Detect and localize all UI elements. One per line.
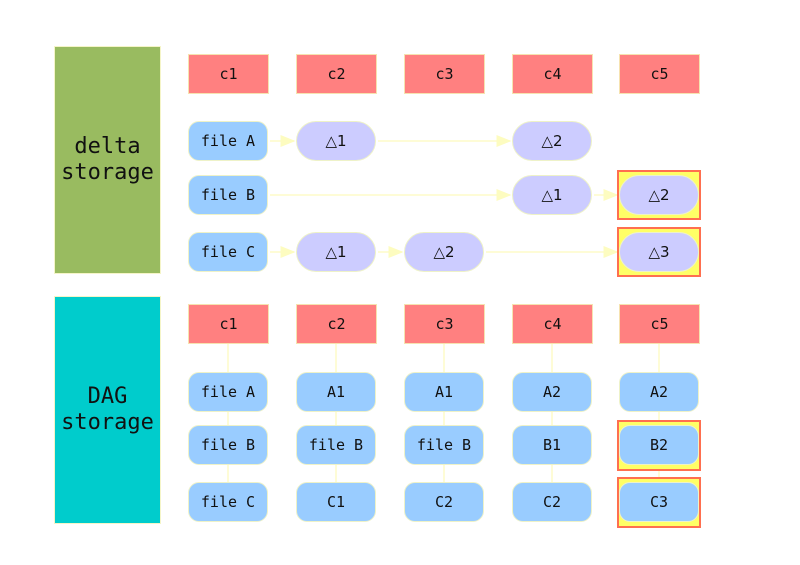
file-node: file B (188, 175, 268, 215)
delta-node: △1 (296, 121, 376, 161)
commit-header-c3: c3 (404, 54, 485, 94)
file-node: file B (188, 425, 268, 465)
blob-node: C2 (404, 482, 484, 522)
blob-node: file B (296, 425, 376, 465)
blob-node: B2 (619, 425, 699, 465)
blob-node: file B (404, 425, 484, 465)
delta-node: △2 (404, 232, 484, 272)
file-node: file C (188, 482, 268, 522)
delta-storage-label: delta storage (54, 46, 161, 274)
commit-header-c2: c2 (296, 304, 377, 344)
delta-node: △3 (619, 232, 699, 272)
commit-header-c5: c5 (619, 54, 700, 94)
commit-header-c4: c4 (512, 304, 593, 344)
file-node: file C (188, 232, 268, 272)
blob-node: A2 (619, 372, 699, 412)
delta-node: △2 (619, 175, 699, 215)
commit-header-c1: c1 (188, 54, 269, 94)
delta-node: △1 (296, 232, 376, 272)
dag-storage-label: DAG storage (54, 296, 161, 524)
blob-node: A2 (512, 372, 592, 412)
commit-header-c5: c5 (619, 304, 700, 344)
commit-header-c1: c1 (188, 304, 269, 344)
blob-node: C3 (619, 482, 699, 522)
commit-header-c3: c3 (404, 304, 485, 344)
blob-node: C1 (296, 482, 376, 522)
blob-node: A1 (296, 372, 376, 412)
commit-header-c2: c2 (296, 54, 377, 94)
blob-node: A1 (404, 372, 484, 412)
blob-node: B1 (512, 425, 592, 465)
file-node: file A (188, 372, 268, 412)
delta-node: △1 (512, 175, 592, 215)
file-node: file A (188, 121, 268, 161)
blob-node: C2 (512, 482, 592, 522)
delta-node: △2 (512, 121, 592, 161)
commit-header-c4: c4 (512, 54, 593, 94)
